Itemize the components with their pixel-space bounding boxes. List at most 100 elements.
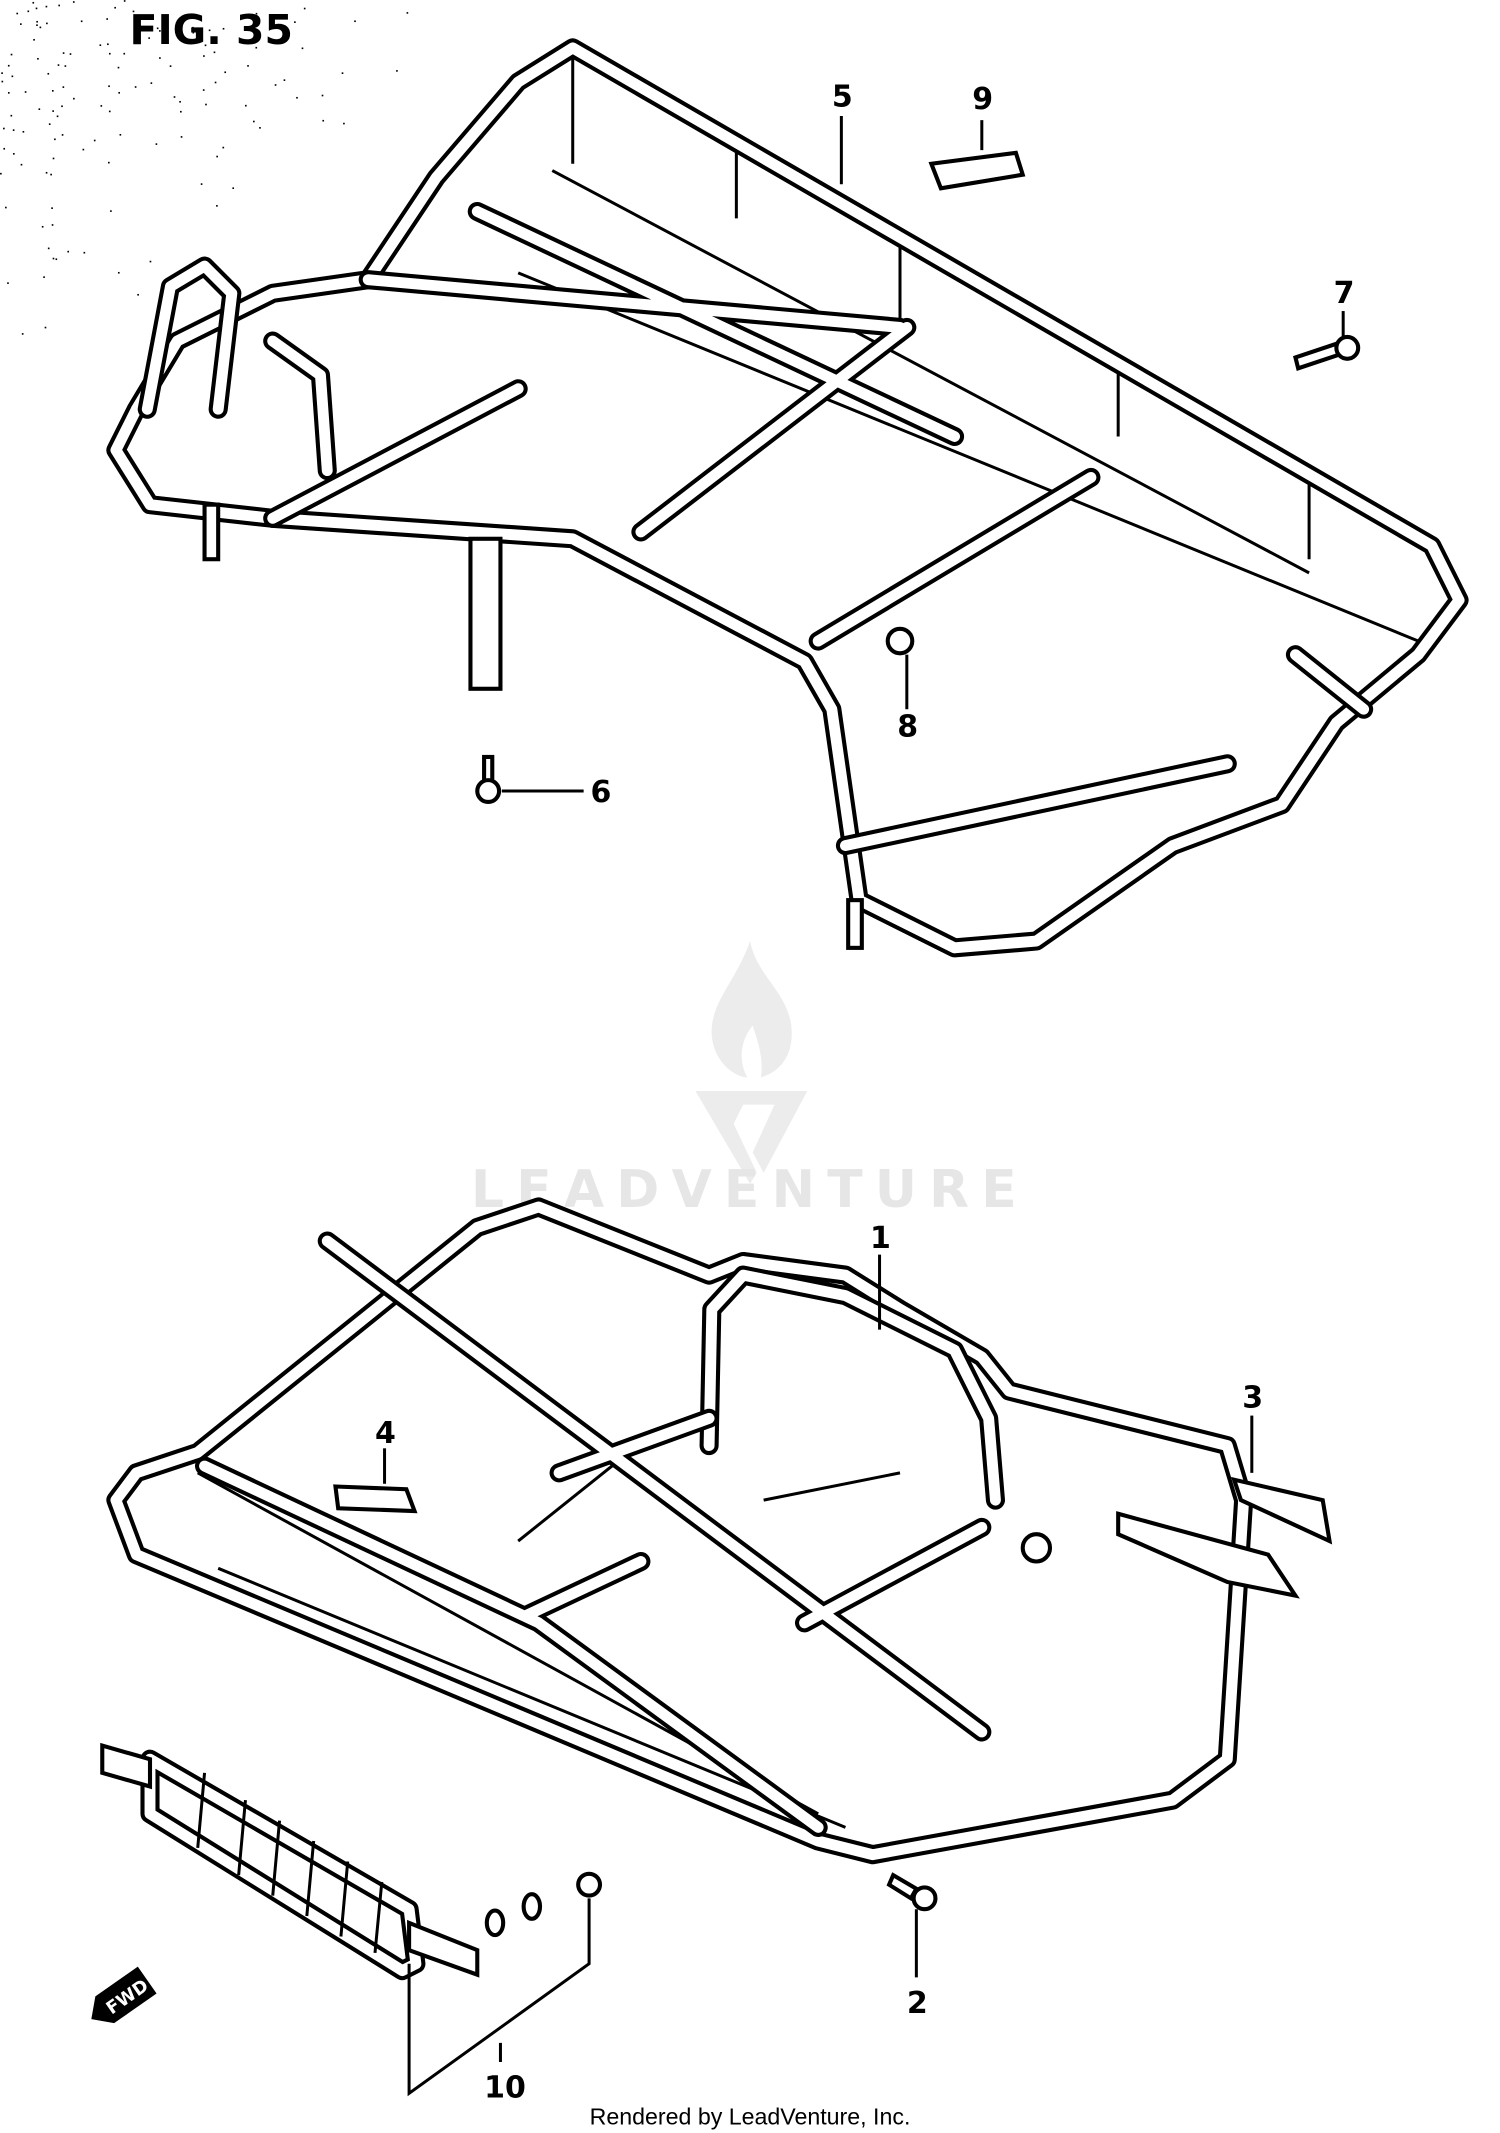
noise-dot (48, 123, 51, 125)
noise-dot (108, 110, 111, 113)
grill-guard (100, 1742, 480, 1981)
noise-dot (51, 90, 54, 92)
noise-dot (22, 130, 25, 133)
noise-dot (3, 147, 6, 150)
noise-dot (255, 46, 258, 49)
noise-dot (204, 44, 207, 47)
noise-dot (213, 51, 216, 54)
callout-6[interactable]: 6 (590, 775, 611, 810)
noise-dot (137, 293, 139, 296)
reflector-part-3 (1230, 1476, 1333, 1545)
bolt-part-2 (886, 1872, 938, 1912)
noise-dot (93, 139, 96, 142)
noise-dot (46, 22, 48, 25)
noise-dot (232, 187, 235, 190)
callout-5[interactable]: 5 (832, 80, 853, 115)
noise-dot (73, 97, 75, 100)
noise-dot (200, 183, 203, 185)
noise-dot (123, 52, 126, 55)
noise-dot (0, 172, 2, 175)
noise-dot (259, 127, 261, 129)
noise-dot (274, 84, 277, 86)
noise-dot (117, 271, 120, 274)
noise-dot (52, 257, 55, 260)
noise-dot (33, 38, 35, 41)
noise-dot (51, 207, 53, 209)
noise-dot (62, 86, 65, 88)
noise-dot (13, 153, 15, 155)
noise-dot (43, 276, 45, 278)
noise-dot (24, 91, 27, 93)
noise-dot (108, 85, 110, 88)
noise-dot (322, 119, 325, 122)
noise-dot (99, 44, 102, 47)
nut-part-8 (885, 626, 915, 656)
noise-dot (150, 82, 153, 84)
noise-dot (192, 31, 195, 34)
noise-dot (117, 66, 120, 69)
noise-dot (301, 47, 304, 50)
noise-dot (247, 65, 249, 67)
noise-dot (180, 136, 183, 138)
noise-dot (294, 21, 296, 23)
callout-3[interactable]: 3 (1242, 1380, 1263, 1415)
noise-dot (244, 104, 247, 107)
noise-dot (123, 0, 126, 2)
noise-dot (57, 64, 60, 66)
noise-dot (80, 20, 83, 23)
noise-dot (119, 133, 122, 136)
fwd-arrow-icon: FWD (91, 1966, 157, 2024)
noise-dot (47, 247, 50, 250)
noise-dot (1, 80, 4, 83)
noise-dot (11, 75, 14, 78)
noise-dot (214, 81, 217, 84)
reflector-pad-part-4 (333, 1484, 418, 1514)
footer-credit: Rendered by LeadVenture, Inc. (590, 2104, 911, 2130)
noise-dot (149, 260, 152, 263)
callout-1[interactable]: 1 (870, 1221, 891, 1256)
noise-dot (10, 114, 13, 117)
noise-dot (62, 52, 65, 54)
noise-dot (27, 10, 30, 13)
noise-dot (222, 27, 225, 30)
noise-dot (82, 148, 85, 151)
noise-dot (41, 225, 44, 228)
noise-dot (354, 20, 356, 23)
noise-dot (216, 155, 218, 158)
noise-dot (39, 26, 42, 29)
noise-dot (180, 110, 182, 113)
noise-dot (100, 105, 103, 107)
callout-2[interactable]: 2 (907, 1986, 928, 2021)
noise-dot (52, 110, 54, 112)
noise-dot (179, 100, 181, 103)
noise-dot (253, 120, 255, 123)
reflector-pad-part-9 (928, 150, 1026, 191)
callout-8[interactable]: 8 (897, 710, 918, 745)
callout-9[interactable]: 9 (972, 82, 993, 117)
noise-dot (54, 138, 56, 141)
noise-dot (83, 251, 86, 254)
noise-dot (216, 205, 218, 207)
noise-dot (169, 65, 172, 67)
noise-dot (202, 89, 205, 91)
noise-dot (1, 72, 3, 74)
noise-dot (45, 5, 48, 8)
noise-dot (208, 29, 211, 32)
callout-7[interactable]: 7 (1334, 276, 1355, 311)
noise-dot (61, 134, 64, 136)
leader-bracket-10 (407, 1898, 591, 2097)
noise-dot (10, 53, 13, 56)
noise-dot (37, 57, 39, 60)
noise-dot (396, 70, 398, 72)
noise-dot (296, 96, 298, 99)
noise-dot (134, 86, 137, 88)
noise-dot (156, 27, 159, 30)
noise-dot (114, 6, 116, 9)
front-carrier-frame (106, 1197, 1254, 1865)
noise-dot (224, 71, 227, 74)
noise-dot (38, 108, 41, 111)
callout-4[interactable]: 4 (375, 1416, 396, 1451)
callout-10[interactable]: 10 (484, 2070, 526, 2105)
noise-dot (108, 161, 110, 164)
noise-dot (69, 53, 72, 55)
